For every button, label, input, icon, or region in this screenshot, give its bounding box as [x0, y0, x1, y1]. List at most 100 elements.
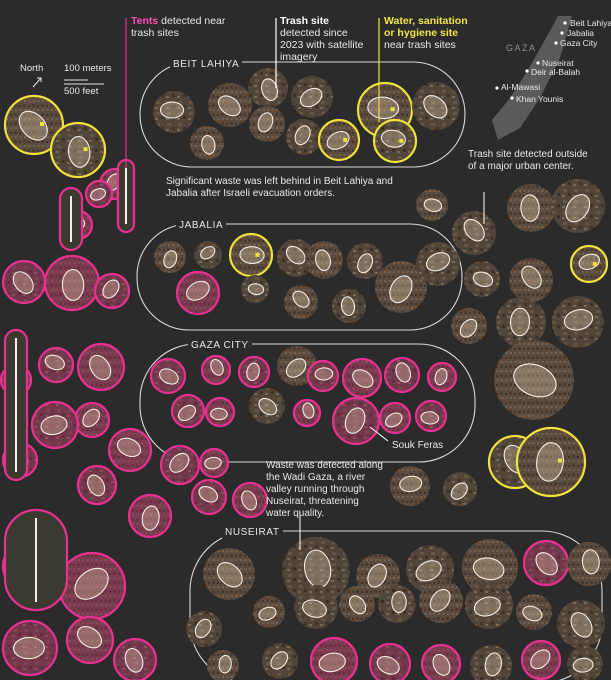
site-thumbnail	[159, 444, 201, 486]
locator-city-deir-al-balah: Deir al-Balah	[531, 67, 581, 77]
site-thumbnail	[200, 354, 232, 386]
locator-city-nuseirat: Nuseirat	[542, 58, 574, 68]
locator-city-gaza-city: Gaza City	[560, 38, 598, 48]
annotation-wadi-gaza: Waste was detected along the Wadi Gaza, …	[266, 460, 383, 519]
site-thumbnail	[378, 585, 416, 623]
site-thumbnail	[43, 254, 101, 312]
site-thumbnail	[451, 308, 487, 344]
site-thumbnail	[375, 261, 427, 313]
site-thumbnail	[462, 539, 518, 595]
site-thumbnail	[282, 537, 350, 605]
site-thumbnail	[170, 393, 206, 429]
site-thumbnail	[306, 359, 340, 393]
site-thumbnail	[241, 275, 269, 303]
site-thumbnail	[516, 594, 552, 630]
site-thumbnail	[464, 261, 500, 297]
group-outline-gaza-city	[139, 343, 476, 463]
locator-city-beit-lahiya: Beit Lahiya	[570, 18, 611, 28]
locator-city-khan-younis: Khan Younis	[516, 94, 564, 104]
site-thumbnail	[331, 396, 381, 446]
site-thumbnail	[470, 645, 512, 680]
group-outline-nuseirat	[189, 530, 603, 680]
site-thumbnail	[317, 118, 361, 162]
site-thumbnail	[186, 611, 222, 647]
capsule-strip-4	[116, 158, 136, 234]
site-thumbnail	[557, 600, 605, 648]
site-thumbnail	[443, 472, 477, 506]
locator-city-jabalia: Jabalia	[567, 28, 594, 38]
annotation-souk-feras: Souk Feras	[392, 440, 444, 451]
site-thumbnail	[368, 642, 412, 680]
site-thumbnail	[203, 548, 255, 600]
site-thumbnail	[291, 76, 333, 118]
site-thumbnail	[253, 596, 285, 628]
site-thumbnail	[294, 585, 338, 629]
site-thumbnail	[262, 643, 298, 679]
capsule-strip-1	[3, 328, 29, 482]
annotation-outside-center: Trash site detected outside of a major u…	[468, 149, 588, 172]
site-thumbnail	[522, 539, 570, 587]
site-thumbnail	[76, 342, 126, 392]
site-thumbnail	[552, 296, 604, 348]
site-thumbnail	[416, 242, 460, 286]
site-thumbnail	[3, 94, 65, 156]
site-thumbnail	[93, 272, 131, 310]
scale-meters: 100 meters	[64, 63, 112, 74]
site-thumbnail	[30, 400, 80, 450]
legend-tents-desc: detected near trash sites	[131, 15, 226, 39]
legend-trash: Trash site detected since 2023 with sate…	[280, 15, 372, 63]
site-thumbnail	[412, 82, 460, 130]
site-thumbnail	[37, 346, 75, 384]
site-thumbnail	[1, 259, 47, 305]
site-thumbnail	[277, 239, 315, 277]
site-thumbnail	[567, 646, 603, 680]
site-thumbnail	[341, 357, 383, 399]
scale-bar	[64, 79, 104, 85]
site-thumbnail	[520, 639, 562, 680]
site-thumbnail	[551, 179, 605, 233]
site-thumbnail	[207, 650, 239, 680]
site-thumbnail	[65, 615, 115, 665]
site-thumbnail	[208, 83, 252, 127]
site-thumbnail	[569, 244, 609, 284]
site-thumbnail	[190, 478, 228, 516]
site-thumbnail	[73, 401, 111, 439]
legend-trash-term: Trash site	[280, 15, 330, 27]
site-thumbnail	[420, 643, 462, 680]
site-thumbnail	[332, 289, 366, 323]
capsule-strip-2	[58, 186, 84, 252]
site-thumbnail	[248, 68, 288, 108]
site-thumbnail	[237, 355, 271, 389]
locator-title: GAZA	[506, 43, 537, 53]
site-thumbnail	[149, 357, 187, 395]
north-arrow-icon	[32, 77, 42, 88]
site-thumbnail	[194, 241, 222, 269]
site-thumbnail	[494, 340, 574, 420]
site-thumbnail	[49, 121, 107, 179]
region-outlines	[136, 61, 603, 680]
region-label-beit-lahiya: BEIT LAHIYA	[170, 59, 243, 70]
site-thumbnail	[76, 464, 118, 506]
site-thumbnail	[190, 126, 224, 160]
legend-tents-term: Tents	[131, 15, 159, 27]
site-thumbnail	[390, 466, 430, 506]
locator-city-al-mawasi: Al-Mawasi	[501, 82, 541, 92]
region-label-nuseirat: NUSEIRAT	[222, 527, 283, 538]
site-thumbnail	[112, 637, 158, 680]
site-thumbnail	[1, 619, 59, 677]
north-label: North	[20, 63, 44, 74]
site-thumbnail	[292, 398, 322, 428]
legend-tents: Tents detected near trash sites	[131, 15, 241, 39]
site-thumbnail	[153, 91, 195, 133]
site-thumbnail	[372, 118, 418, 164]
site-thumbnail	[305, 241, 343, 279]
site-thumbnail	[175, 270, 221, 316]
annotation-waste-left: Significant waste was left behind in Bei…	[166, 176, 393, 199]
site-thumbnail	[414, 399, 448, 433]
site-thumbnail	[231, 481, 269, 519]
site-thumbnail	[228, 232, 274, 278]
legend-trash-desc: detected since 2023 with satellite image…	[280, 27, 364, 63]
site-thumbnail	[107, 427, 153, 473]
site-thumbnail	[347, 243, 383, 279]
site-thumbnail	[284, 285, 318, 319]
